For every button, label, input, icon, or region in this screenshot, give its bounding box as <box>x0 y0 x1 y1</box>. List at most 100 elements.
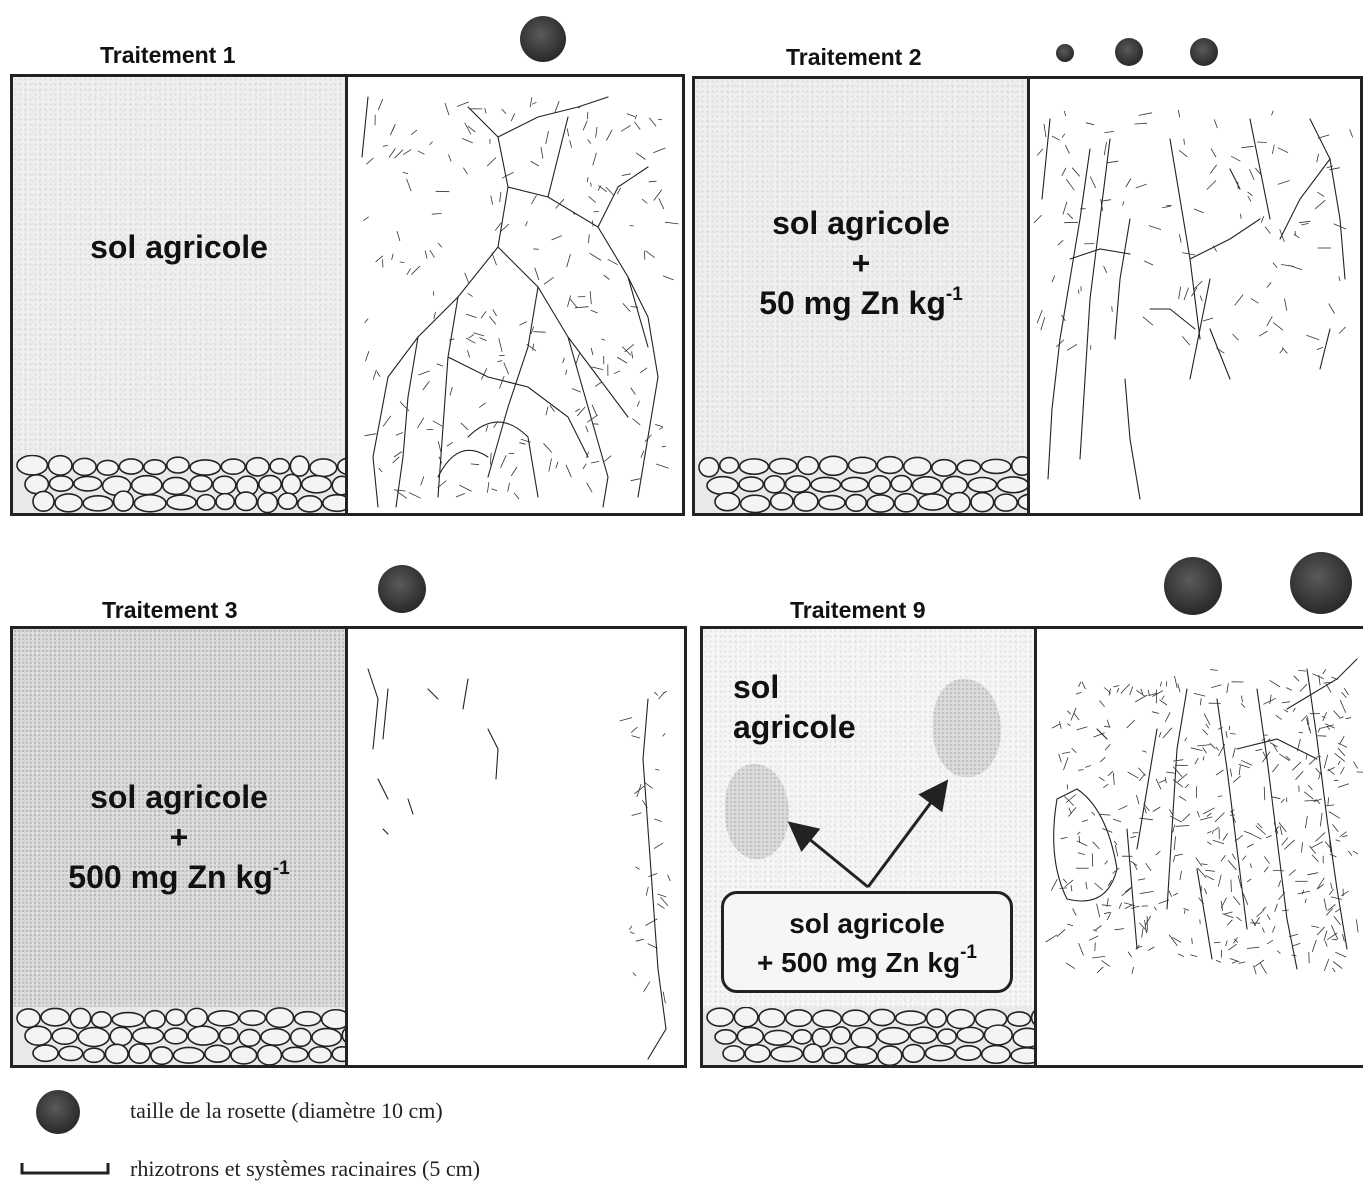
panel-4-title: Traitement 9 <box>790 597 926 624</box>
pebble <box>867 495 894 512</box>
pebble <box>112 1013 144 1027</box>
pebble <box>896 1011 926 1025</box>
pebble <box>891 476 911 492</box>
pebble <box>302 476 332 493</box>
pebble <box>323 495 345 511</box>
pebble <box>190 460 220 475</box>
rosette-icon <box>520 16 566 62</box>
pebble <box>699 458 719 477</box>
pebble <box>25 1026 51 1045</box>
pebble <box>49 476 72 491</box>
pebble <box>74 476 102 490</box>
pebble <box>957 460 980 474</box>
pebble <box>163 477 189 494</box>
pebble <box>707 477 738 495</box>
gravel-layer <box>13 455 345 513</box>
rosette-icon <box>1290 552 1352 614</box>
pebble <box>957 1027 983 1042</box>
pebble <box>811 477 840 492</box>
pebble <box>221 459 245 474</box>
pebble <box>819 456 847 475</box>
pebble <box>197 495 215 510</box>
pebble <box>910 1027 937 1043</box>
pebble <box>798 457 819 475</box>
pebble <box>824 1047 846 1063</box>
pebble <box>295 1012 321 1026</box>
pebble <box>332 1047 345 1062</box>
rosette-icon <box>1164 557 1222 615</box>
pebble <box>105 1044 128 1063</box>
pebble <box>846 1047 877 1065</box>
pebble <box>927 1009 947 1027</box>
pebble <box>322 1010 345 1029</box>
pebble <box>734 1007 757 1026</box>
pebble <box>70 1008 90 1028</box>
pebble <box>745 1045 770 1062</box>
pebble <box>741 495 770 512</box>
panel-4-root-drawing <box>1034 626 1363 1068</box>
panel-2-root-drawing <box>1027 76 1363 516</box>
pebble <box>145 1011 165 1028</box>
pebble <box>110 1027 132 1045</box>
pebble <box>59 1046 83 1060</box>
pebble <box>298 496 322 512</box>
pebble <box>813 1010 842 1027</box>
pebble <box>932 460 956 476</box>
pebble <box>188 1026 219 1045</box>
pebble <box>737 1027 763 1045</box>
scale-bar-icon <box>20 1160 110 1176</box>
pebble <box>759 1009 785 1027</box>
pebble <box>956 1046 981 1060</box>
pebble <box>132 476 162 495</box>
pebble <box>258 1045 282 1065</box>
pebble <box>216 494 234 510</box>
pebble <box>55 494 82 512</box>
pebble <box>841 477 867 491</box>
pebble <box>793 1030 811 1044</box>
pebble <box>165 1028 187 1044</box>
pebble <box>968 478 996 493</box>
pebble <box>174 1047 204 1063</box>
pebble <box>73 458 96 475</box>
pebble <box>144 460 166 475</box>
pebble <box>942 476 967 494</box>
pebble <box>947 1010 974 1029</box>
gravel-layer <box>703 1007 1034 1065</box>
pebble <box>41 1008 69 1025</box>
pebble <box>819 496 845 510</box>
pebble <box>151 1047 173 1064</box>
pebble <box>186 1008 207 1026</box>
pebble <box>84 1048 105 1062</box>
pebble <box>832 1027 851 1044</box>
pebble <box>270 459 289 474</box>
pebble <box>903 1045 925 1063</box>
root-system <box>348 629 684 1065</box>
panel-2-soil: sol agricole + 50 mg Zn kg-1 <box>692 76 1030 516</box>
pebble <box>723 1046 744 1061</box>
pebble <box>97 460 118 475</box>
pebble <box>48 456 72 475</box>
pebble <box>239 1029 260 1046</box>
pebble <box>134 495 166 512</box>
arrow-left-icon <box>797 829 868 887</box>
pebble <box>848 457 876 473</box>
pebble <box>332 476 345 494</box>
pebble <box>938 1029 957 1044</box>
root-system <box>348 77 682 513</box>
panel-2-title: Traitement 2 <box>786 44 922 71</box>
arrows <box>703 629 1034 1065</box>
pebble <box>904 457 931 475</box>
pebble <box>119 459 143 474</box>
pebble <box>33 491 54 511</box>
pebble <box>769 459 796 474</box>
pebble <box>1012 457 1027 475</box>
gravel-layer <box>695 455 1027 513</box>
pebble <box>878 1046 902 1065</box>
pebble <box>794 492 818 511</box>
panel-1-root-drawing <box>345 74 685 516</box>
pebble <box>913 477 942 494</box>
pebble <box>998 477 1027 493</box>
panel-1-title: Traitement 1 <box>100 42 236 69</box>
pebble <box>282 1047 307 1061</box>
pebble <box>982 1046 1010 1064</box>
